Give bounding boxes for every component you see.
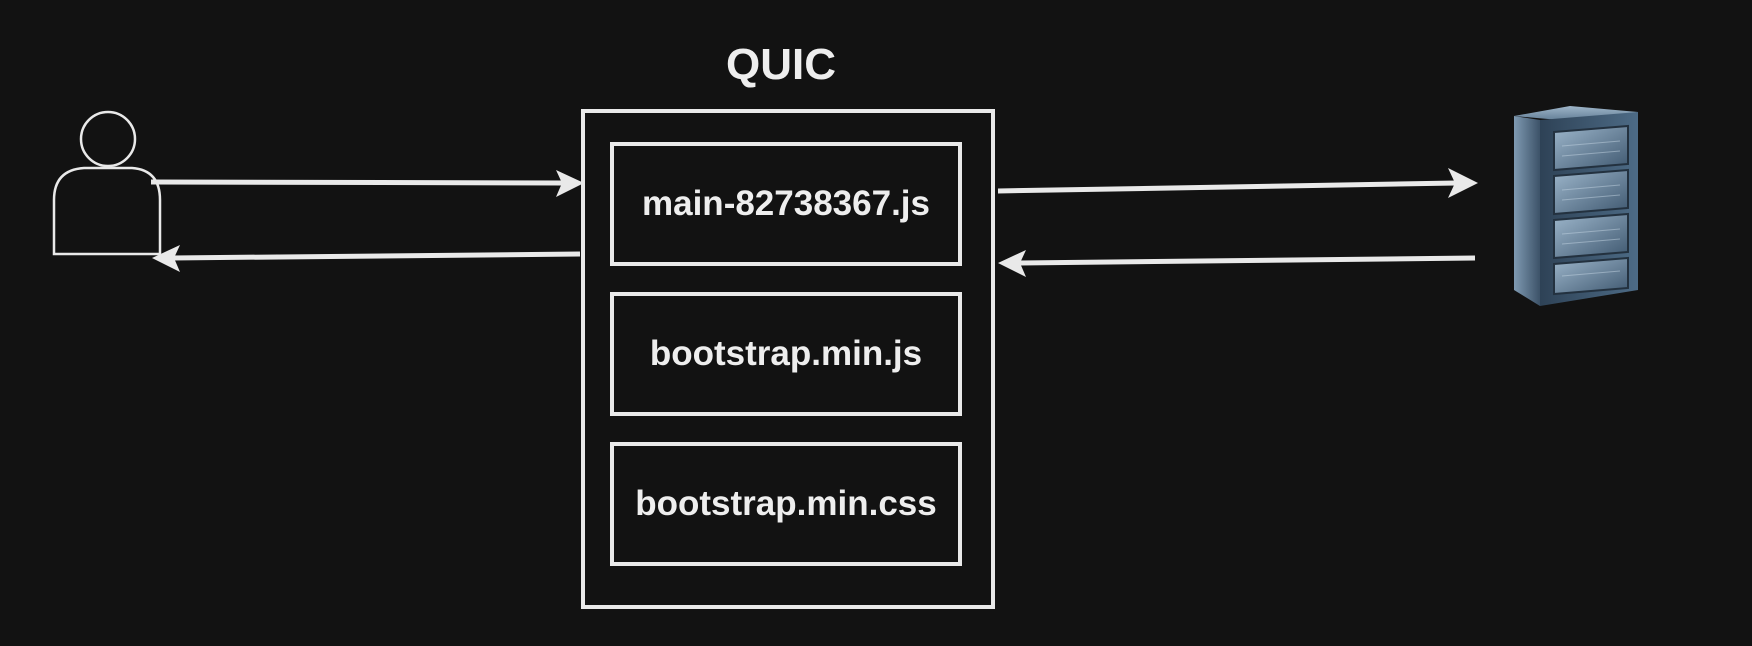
file-box: bootstrap.min.css [610,442,962,566]
file-box: bootstrap.min.js [610,292,962,416]
arrow-client-to-quic [150,170,584,197]
quic-connection-box [581,109,995,609]
arrow-quic-to-server [997,168,1478,198]
file-box: main-82738367.js [610,142,962,266]
file-label: bootstrap.min.css [635,484,937,523]
file-label: main-82738367.js [642,184,930,223]
user-icon [50,108,166,258]
file-label: bootstrap.min.js [649,334,923,373]
server-rack-icon [1510,102,1642,310]
arrow-server-to-quic [998,250,1476,277]
arrow-quic-to-client [152,245,581,272]
diagram-title: QUIC [726,40,836,89]
